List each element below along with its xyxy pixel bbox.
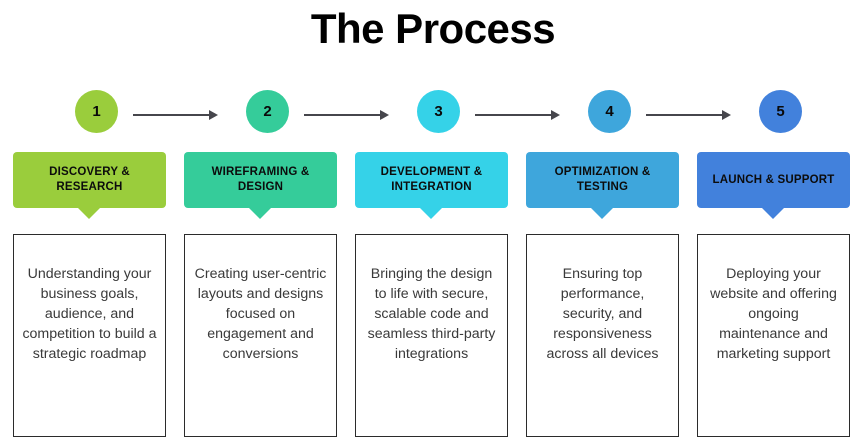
step-circle-2[interactable]: 2 — [246, 90, 289, 133]
step-number-row: 1 2 3 4 — [13, 90, 849, 134]
step-node-1: 1 — [13, 90, 166, 134]
stage-pointer-down-icon-5 — [762, 208, 784, 219]
stage-header-1[interactable]: DISCOVERY & RESEARCH — [13, 152, 166, 208]
stage-header-label-2: WIREFRAMING & DESIGN — [211, 166, 310, 193]
arrow-step4-to-step5-icon — [646, 110, 732, 120]
stage-description-box-2: Creating user-centric layouts and design… — [184, 234, 337, 437]
stage-description-box-3: Bringing the design to life with secure,… — [355, 234, 508, 437]
process-column-5: LAUNCH & SUPPORT Deploying your website … — [697, 152, 850, 437]
stage-header-4[interactable]: OPTIMIZATION & TESTING — [526, 152, 679, 208]
step-circle-label-5: 5 — [776, 103, 785, 120]
arrow-line — [304, 114, 382, 116]
stage-description-text-3: Bringing the design to life with secure,… — [367, 266, 496, 362]
stage-header-label-5: LAUNCH & SUPPORT — [712, 173, 835, 186]
page-title: The Process — [310, 5, 556, 52]
arrow-head — [722, 110, 731, 120]
stage-header-label-3: DEVELOPMENT & INTEGRATION — [380, 166, 483, 193]
stage-header-label-4: OPTIMIZATION & TESTING — [554, 166, 651, 193]
stage-description-text-4: Ensuring top performance, security, and … — [546, 266, 659, 362]
step-node-2: 2 — [184, 90, 337, 134]
step-node-4: 4 — [526, 90, 679, 134]
step-circle-5[interactable]: 5 — [759, 90, 802, 133]
stage-header-3[interactable]: DEVELOPMENT & INTEGRATION — [355, 152, 508, 208]
stage-description-box-4: Ensuring top performance, security, and … — [526, 234, 679, 437]
arrow-line — [475, 114, 553, 116]
stage-description-text-2: Creating user-centric layouts and design… — [194, 266, 327, 362]
stage-description-text-5: Deploying your website and offering ongo… — [710, 266, 837, 362]
stage-description-text-1: Understanding your business goals, audie… — [22, 266, 157, 362]
arrow-head — [551, 110, 560, 120]
arrow-line — [133, 114, 211, 116]
process-column-3: DEVELOPMENT & INTEGRATION Bringing the d… — [355, 152, 508, 437]
process-column-4: OPTIMIZATION & TESTING Ensuring top perf… — [526, 152, 679, 437]
step-circle-1[interactable]: 1 — [75, 90, 118, 133]
step-circle-label-2: 2 — [263, 103, 272, 120]
arrow-head — [380, 110, 389, 120]
step-circle-label-3: 3 — [434, 103, 443, 120]
stage-pointer-down-icon-3 — [420, 208, 442, 219]
stage-pointer-down-icon-4 — [591, 208, 613, 219]
step-circle-4[interactable]: 4 — [588, 90, 631, 133]
stage-pointer-down-icon-1 — [78, 208, 100, 219]
stage-header-label-1: DISCOVERY & RESEARCH — [49, 166, 130, 193]
stage-header-2[interactable]: WIREFRAMING & DESIGN — [184, 152, 337, 208]
stage-header-5[interactable]: LAUNCH & SUPPORT — [697, 152, 850, 208]
process-column-1: DISCOVERY & RESEARCH Understanding your … — [13, 152, 166, 437]
process-column-2: WIREFRAMING & DESIGN Creating user-centr… — [184, 152, 337, 437]
step-node-3: 3 — [355, 90, 508, 134]
step-circle-label-1: 1 — [92, 103, 101, 120]
arrow-head — [209, 110, 218, 120]
arrow-line — [646, 114, 724, 116]
stage-pointer-down-icon-2 — [249, 208, 271, 219]
arrow-step3-to-step4-icon — [475, 110, 561, 120]
step-node-5: 5 — [697, 90, 850, 134]
arrow-step2-to-step3-icon — [304, 110, 390, 120]
stage-description-box-5: Deploying your website and offering ongo… — [697, 234, 850, 437]
step-circle-label-4: 4 — [605, 103, 614, 120]
arrow-step1-to-step2-icon — [133, 110, 219, 120]
step-circle-3[interactable]: 3 — [417, 90, 460, 133]
process-columns: DISCOVERY & RESEARCH Understanding your … — [13, 152, 850, 437]
stage-description-box-1: Understanding your business goals, audie… — [13, 234, 166, 437]
